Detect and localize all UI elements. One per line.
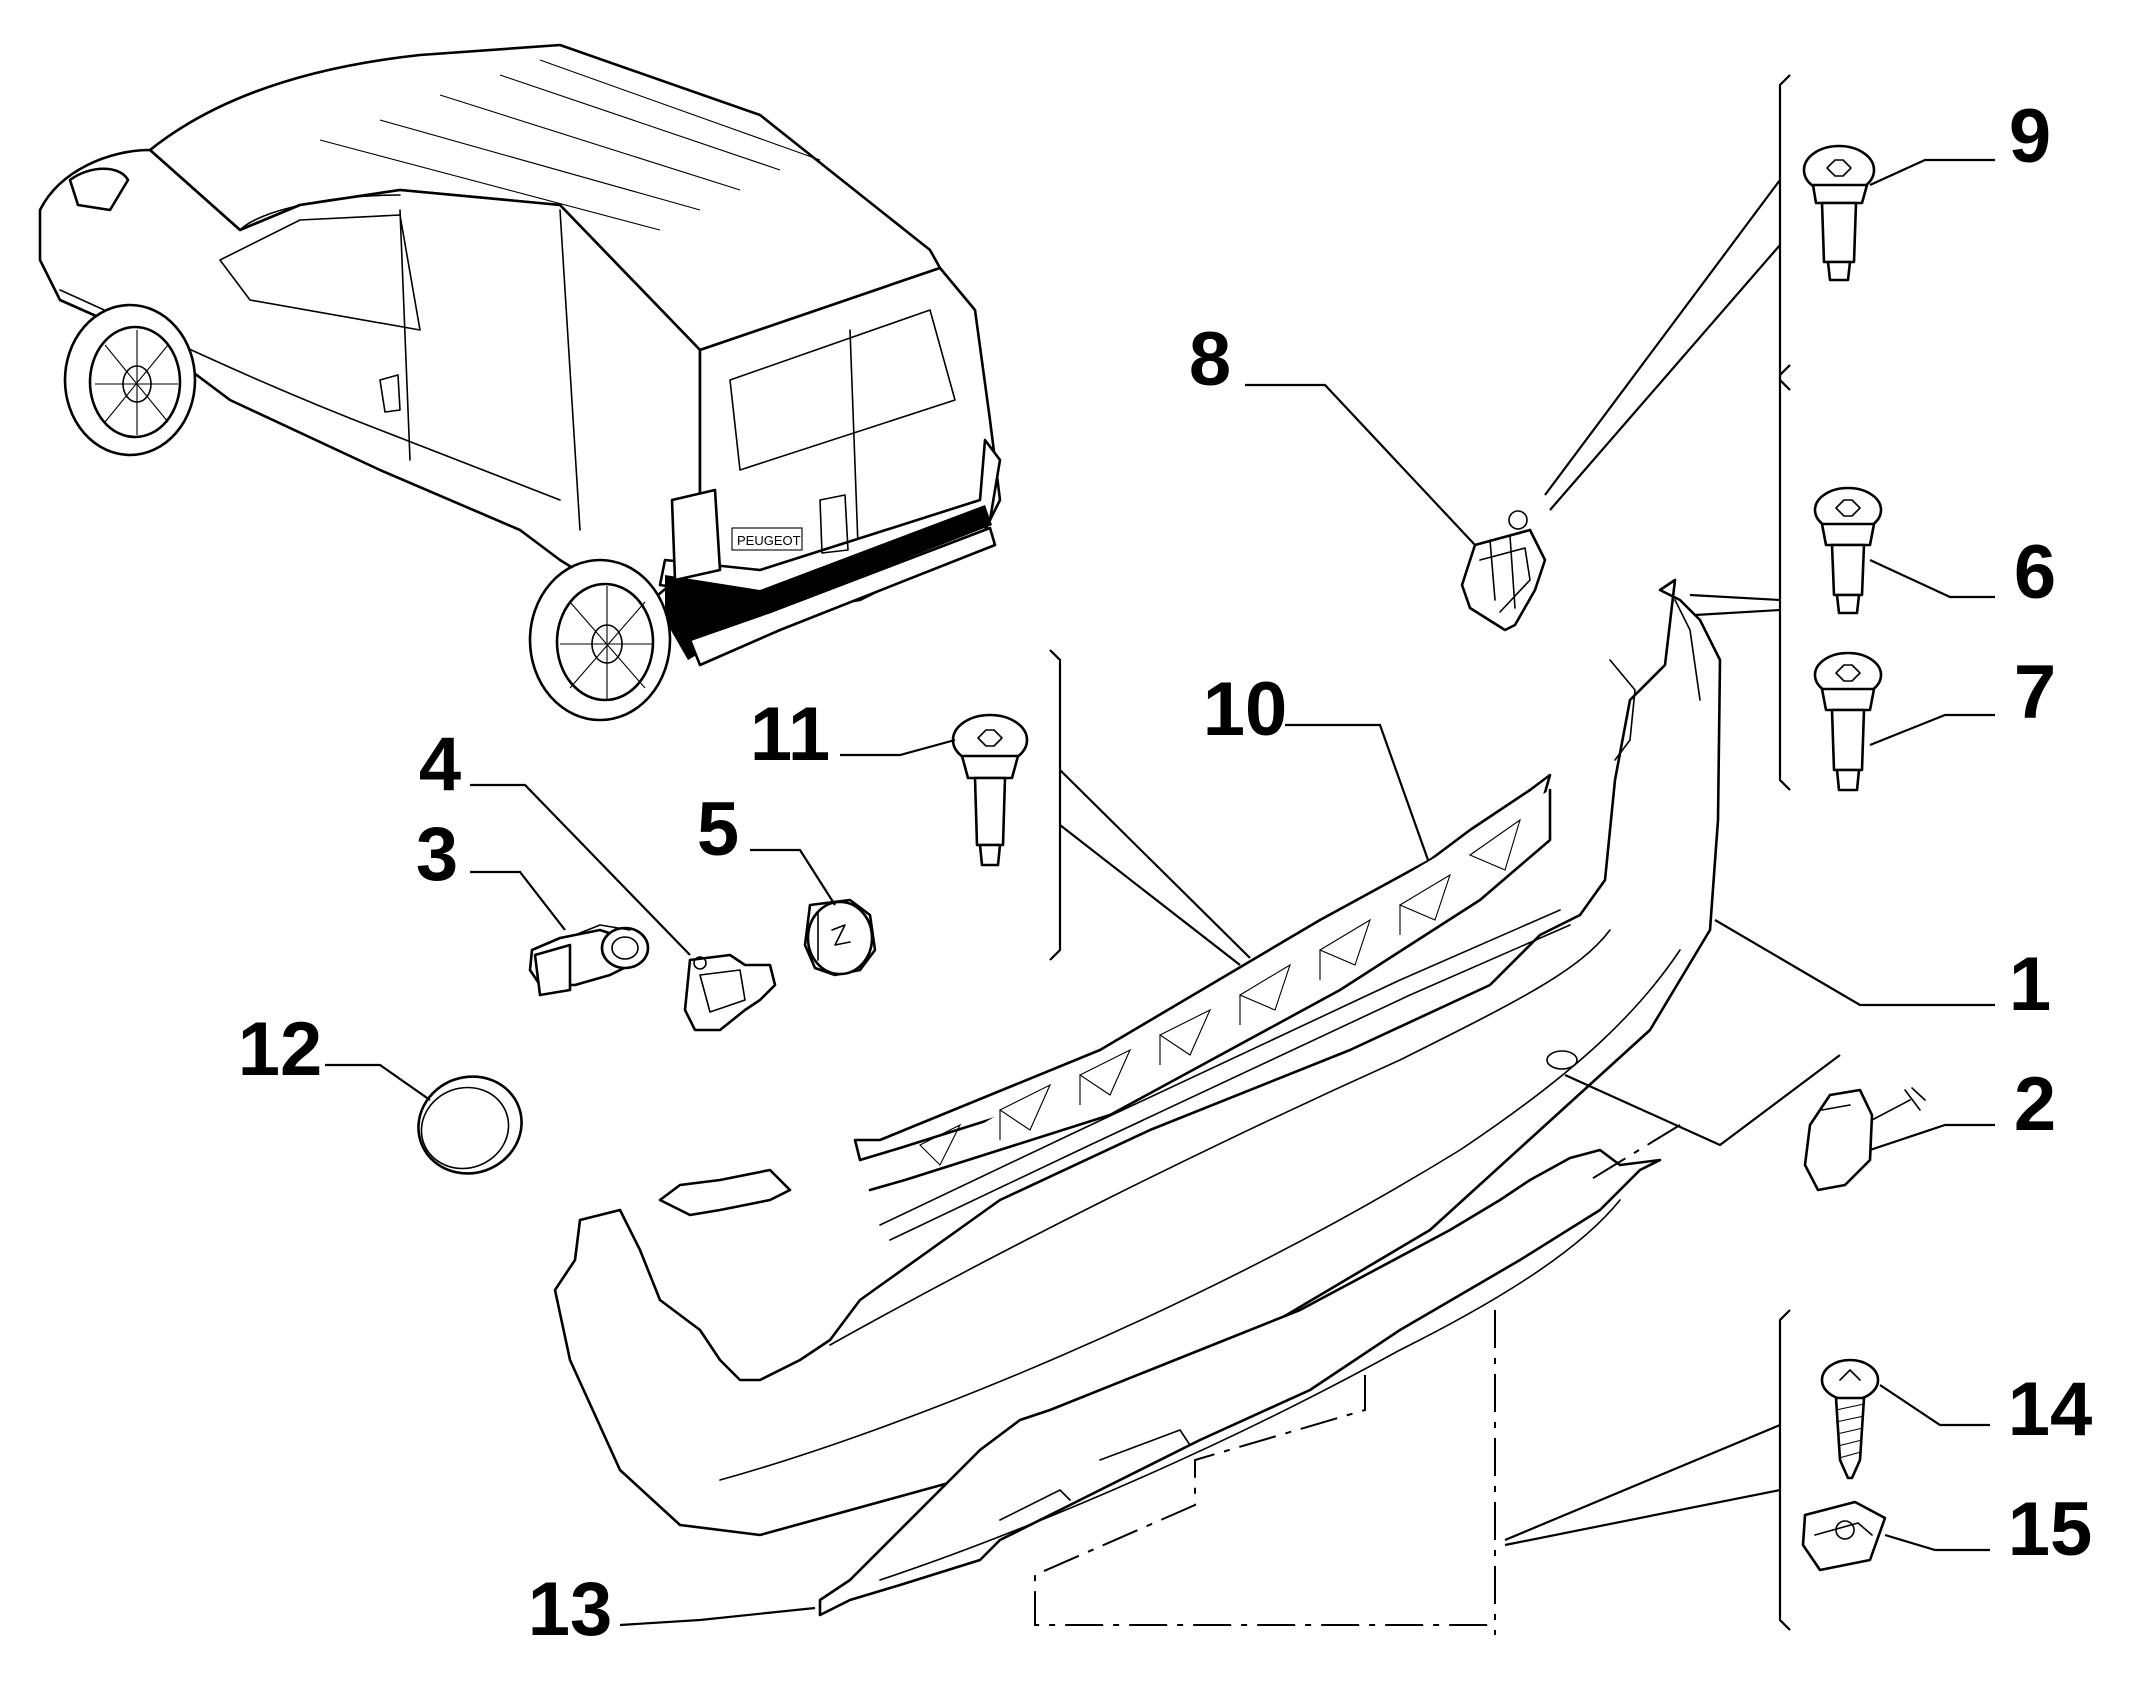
part-12-cover (417, 1075, 523, 1175)
part-11-screw (951, 713, 1029, 867)
part-7-screw (1813, 651, 1883, 792)
part-4-sensor-holder (683, 953, 777, 1032)
callout-2: 2 (2014, 1062, 2056, 1147)
leader-lines (325, 158, 1995, 1627)
part-6-screw (1813, 486, 1883, 615)
part-9-screw (1802, 144, 1876, 282)
callout-5: 5 (697, 787, 739, 872)
part-3-sensor (528, 924, 650, 997)
part-14-screw (1820, 1358, 1880, 1480)
callout-14: 14 (2008, 1367, 2093, 1452)
callout-4: 4 (419, 722, 461, 807)
callout-6: 6 (2014, 530, 2056, 615)
callout-9: 9 (2009, 94, 2051, 179)
badge-text: PEUGEOT (737, 533, 801, 548)
alignment-lines (1034, 1124, 1681, 1635)
callout-11: 11 (750, 692, 830, 777)
callout-8: 8 (1189, 317, 1231, 402)
part-8-bracket (1460, 510, 1547, 632)
callout-10: 10 (1203, 667, 1288, 752)
callout-3: 3 (416, 812, 458, 897)
part-5-cap (803, 898, 877, 977)
part-1-bumper (553, 578, 1722, 1537)
part-13-lower-spoiler (818, 1148, 1662, 1617)
callout-12: 12 (238, 1007, 323, 1092)
van-illustration: PEUGEOT (38, 43, 1002, 722)
callout-15: 15 (2008, 1487, 2093, 1572)
callout-7: 7 (2014, 650, 2056, 735)
part-2-tow-cover (1803, 1087, 1926, 1192)
callout-labels: 9 8 6 7 10 11 4 5 3 1 12 2 14 15 13 (238, 94, 2093, 1652)
part-15-clip-nut (1801, 1500, 1887, 1572)
group-brackets (1049, 74, 1791, 1631)
part-10-beam (853, 773, 1552, 1192)
callout-1: 1 (2009, 942, 2051, 1027)
callout-13: 13 (528, 1567, 613, 1652)
